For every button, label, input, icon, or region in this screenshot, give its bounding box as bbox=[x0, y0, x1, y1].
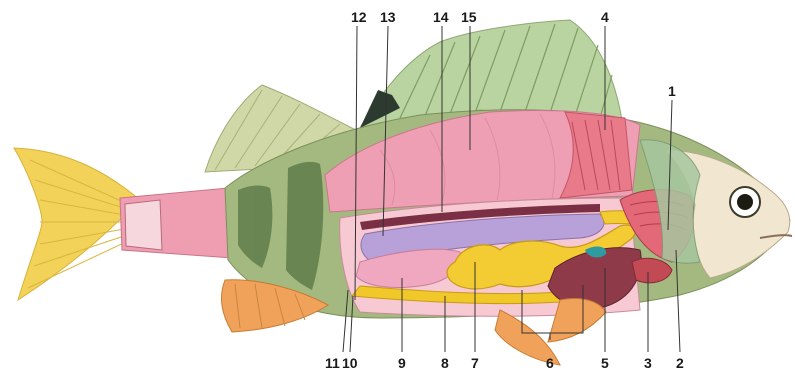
label-14: 14 bbox=[433, 9, 449, 25]
label-9: 9 bbox=[398, 355, 406, 371]
label-7: 7 bbox=[471, 355, 479, 371]
spine-cut bbox=[125, 200, 162, 250]
label-1: 1 bbox=[668, 83, 676, 99]
label-5: 5 bbox=[601, 355, 609, 371]
fish-pupil bbox=[737, 194, 753, 210]
label-2: 2 bbox=[676, 355, 684, 371]
label-10: 10 bbox=[342, 355, 358, 371]
label-3: 3 bbox=[644, 355, 652, 371]
label-11: 11 bbox=[325, 355, 340, 371]
label-8: 8 bbox=[441, 355, 449, 371]
label-4: 4 bbox=[601, 9, 609, 25]
label-12: 12 bbox=[351, 9, 367, 25]
label-13: 13 bbox=[380, 9, 396, 25]
label-15: 15 bbox=[461, 9, 477, 25]
label-6: 6 bbox=[546, 355, 554, 371]
